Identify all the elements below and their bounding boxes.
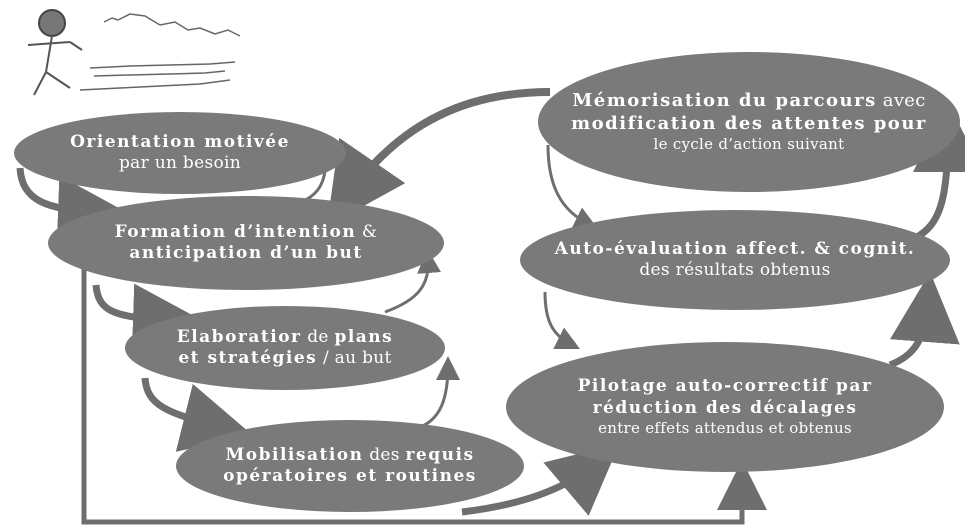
node-text-segment: par un besoin: [118, 153, 242, 173]
node-text-segment: Pilotage auto-correctif par: [577, 376, 873, 397]
node-line-1: Auto-évaluation affect. & cognit.: [555, 239, 916, 260]
node-line-1: Mobilisation des requis: [225, 445, 474, 466]
node-text-segment: Auto-évaluation affect. & cognit.: [554, 238, 916, 259]
node-elaboration: Elaboratior de plans et stratégies / au …: [125, 306, 445, 390]
node-pilotage: Pilotage auto-correctif par réduction de…: [506, 342, 944, 472]
node-line-1: Mémorisation du parcours avec: [572, 90, 925, 113]
node-text-segment: modification des attentes pour: [571, 112, 927, 134]
node-line-2: opératoires et routines: [223, 466, 477, 487]
node-text-segment: réduction des décalages: [592, 397, 858, 418]
node-line-2: par un besoin: [119, 153, 241, 174]
node-formation: Formation d’intention & anticipation d’u…: [48, 196, 444, 290]
node-autoevaluation: Auto-évaluation affect. & cognit. des ré…: [520, 210, 950, 310]
node-line-2: modification des attentes pour: [571, 113, 927, 136]
landscape-sketch-icon: [79, 13, 241, 91]
node-text-segment: Formation d’intention: [114, 221, 357, 242]
node-line-3: entre effets attendus et obtenus: [598, 419, 852, 438]
node-orientation: Orientation motivée par un besoin: [14, 112, 346, 194]
node-line-2: anticipation d’un but: [129, 243, 362, 264]
node-text-segment: des résultats obtenus: [639, 260, 831, 280]
node-line-1: Pilotage auto-correctif par: [578, 376, 873, 397]
node-line-1: Formation d’intention &: [115, 222, 378, 243]
node-line-2: et stratégies / au but: [178, 348, 391, 369]
node-text-segment: de: [301, 326, 335, 347]
node-text-segment: avec: [876, 90, 926, 112]
node-text-segment: Mobilisation: [225, 444, 364, 465]
node-text-segment: &: [356, 221, 378, 242]
node-text-segment: Orientation motivée: [70, 131, 290, 152]
node-memorisation: Mémorisation du parcours avec modificati…: [538, 52, 960, 192]
node-text-segment: Mémorisation du parcours: [572, 90, 877, 112]
node-text-segment: Elaboratior: [176, 326, 302, 347]
node-text-segment: entre effets attendus et obtenus: [598, 418, 852, 437]
node-text-segment: anticipation d’un but: [129, 243, 363, 263]
node-text-segment: opératoires et routines: [223, 466, 477, 486]
node-text-segment: / au but: [317, 348, 392, 368]
node-line-2: des résultats obtenus: [639, 260, 830, 281]
node-text-segment: des: [363, 444, 406, 465]
node-mobilisation: Mobilisation des requis opératoires et r…: [176, 420, 524, 512]
node-line-2: réduction des décalages: [593, 398, 858, 419]
node-line-1: Orientation motivée: [70, 132, 290, 153]
node-text-segment: et stratégies: [178, 348, 318, 368]
node-text-segment: le cycle d’action suivant: [653, 135, 845, 154]
node-text-segment: plans: [334, 326, 394, 347]
node-text-segment: requis: [405, 444, 475, 465]
stick-figure-icon: [27, 9, 83, 96]
node-line-1: Elaboratior de plans: [177, 327, 393, 348]
node-line-3: le cycle d’action suivant: [654, 135, 845, 154]
